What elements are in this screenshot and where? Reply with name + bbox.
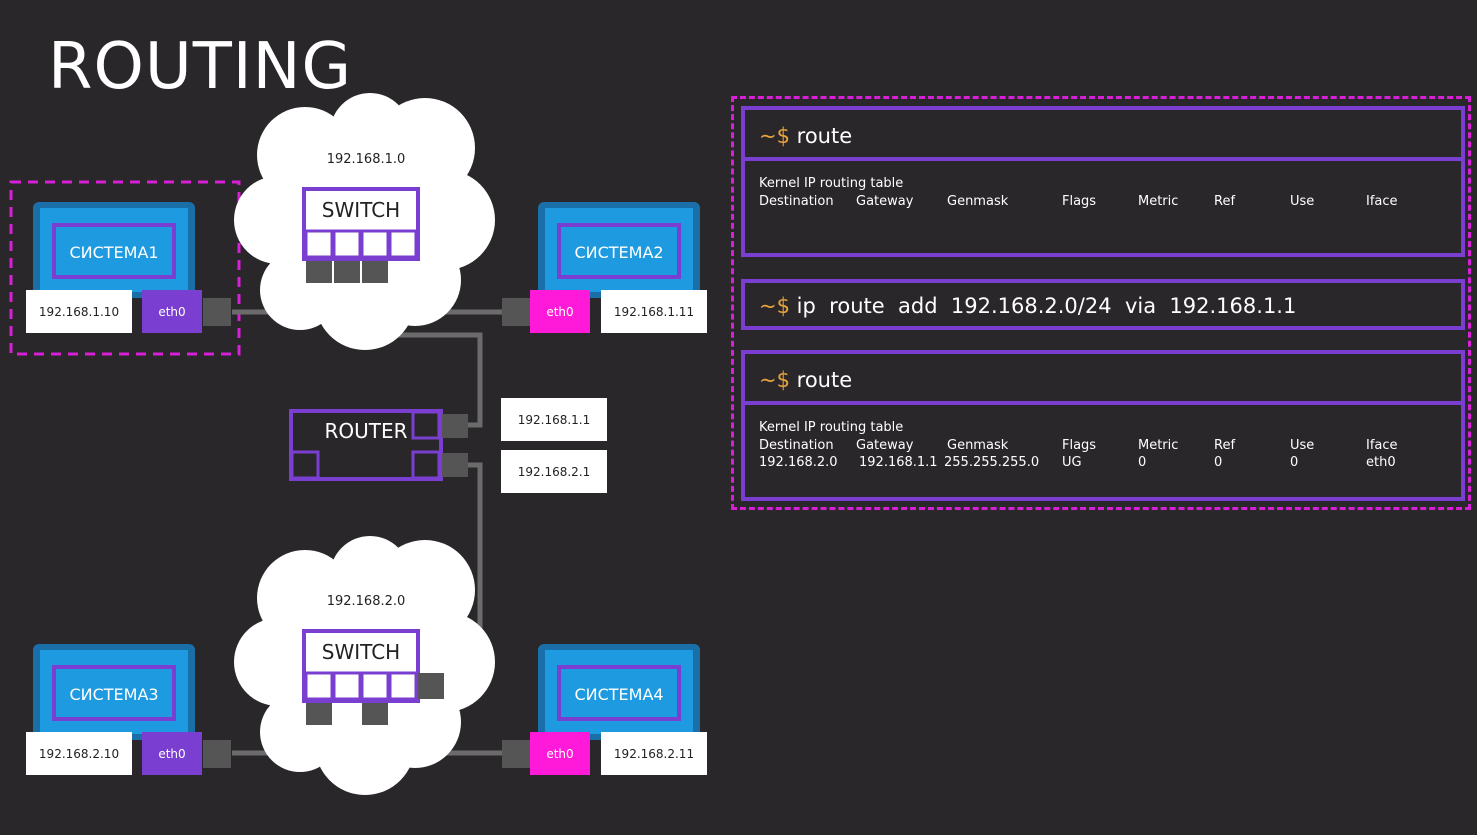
command-line-3: ~$ route xyxy=(759,368,852,392)
col-destination: Destination xyxy=(759,194,834,209)
col-destination: Destination xyxy=(759,438,834,453)
col-ref: Ref xyxy=(1214,438,1236,453)
computer-system3 xyxy=(26,644,231,775)
system2-iface: eth0 xyxy=(546,305,573,319)
switch-2 xyxy=(302,629,444,725)
system1-ip: 192.168.1.10 xyxy=(39,305,119,319)
system2-name: СИСТЕМА2 xyxy=(574,243,663,262)
table-header-row: Destination Gateway Genmask Flags Metric… xyxy=(759,194,1461,212)
system3-ip: 192.168.2.10 xyxy=(39,747,119,761)
computer-system1 xyxy=(26,202,231,333)
table-title: Kernel IP routing table xyxy=(759,176,904,191)
system2-ip: 192.168.1.11 xyxy=(614,305,694,319)
network-2-label: 192.168.2.0 xyxy=(327,594,406,609)
col-iface: Iface xyxy=(1366,438,1398,453)
slide-title: ROUTING xyxy=(48,30,353,104)
router-ip-box-1 xyxy=(501,398,607,441)
col-genmask: Genmask xyxy=(947,194,1009,209)
col-metric: Metric xyxy=(1138,438,1179,453)
cloud-1 xyxy=(234,93,495,350)
system3-name: СИСТЕМА3 xyxy=(69,685,158,704)
router-ip-2: 192.168.2.1 xyxy=(518,465,591,479)
divider xyxy=(745,401,1461,405)
cell-metric: 0 xyxy=(1138,455,1147,470)
system4-ip: 192.168.2.11 xyxy=(614,747,694,761)
prompt: ~$ xyxy=(759,294,790,318)
command-line-2: ~$ ip route add 192.168.2.0/24 via 192.1… xyxy=(759,294,1296,318)
cell-destination: 192.168.2.0 xyxy=(759,455,838,470)
cell-flags: UG xyxy=(1062,455,1082,470)
switch-1 xyxy=(302,187,420,283)
prompt: ~$ xyxy=(759,124,790,148)
cell-ref: 0 xyxy=(1214,455,1223,470)
divider xyxy=(745,157,1461,161)
col-flags: Flags xyxy=(1062,194,1097,209)
table-header-row: Destination Gateway Genmask Flags Metric… xyxy=(759,438,1461,456)
router-ip-1: 192.168.1.1 xyxy=(518,413,591,427)
system1-iface: eth0 xyxy=(158,305,185,319)
col-gateway: Gateway xyxy=(856,438,914,453)
cell-use: 0 xyxy=(1290,455,1299,470)
computer-system4 xyxy=(502,644,707,775)
col-ref: Ref xyxy=(1214,194,1236,209)
col-metric: Metric xyxy=(1138,194,1179,209)
terminal-panel-1: ~$ route Kernel IP routing table Destina… xyxy=(741,106,1465,257)
terminal-panel-3: ~$ route Kernel IP routing table Destina… xyxy=(741,350,1465,501)
col-use: Use xyxy=(1290,194,1315,209)
switch-2-label: SWITCH xyxy=(322,640,400,664)
system4-iface: eth0 xyxy=(546,747,573,761)
switch-1-label: SWITCH xyxy=(322,198,400,222)
col-genmask: Genmask xyxy=(947,438,1009,453)
command-text: route xyxy=(796,124,853,148)
col-flags: Flags xyxy=(1062,438,1097,453)
cell-gateway: 192.168.1.1 xyxy=(859,455,938,470)
router xyxy=(289,409,468,481)
highlight-system1 xyxy=(9,180,241,356)
command-line-1: ~$ route xyxy=(759,124,852,148)
cell-genmask: 255.255.255.0 xyxy=(944,455,1040,470)
col-gateway: Gateway xyxy=(856,194,914,209)
prompt: ~$ xyxy=(759,368,790,392)
system1-name: СИСТЕМА1 xyxy=(69,243,158,262)
table-title: Kernel IP routing table xyxy=(759,420,904,435)
system3-iface: eth0 xyxy=(158,747,185,761)
col-iface: Iface xyxy=(1366,194,1398,209)
terminal-highlight xyxy=(731,96,1471,510)
computer-system2 xyxy=(502,202,707,333)
terminal-panel-2: ~$ ip route add 192.168.2.0/24 via 192.1… xyxy=(741,279,1465,330)
router-ip-box-2 xyxy=(501,450,607,493)
network-1-label: 192.168.1.0 xyxy=(327,152,406,167)
cell-iface: eth0 xyxy=(1366,455,1396,470)
command-text: ip route add 192.168.2.0/24 via 192.168.… xyxy=(796,294,1297,318)
command-text: route xyxy=(796,368,853,392)
table-row: 192.168.2.0 192.168.1.1 255.255.255.0 UG… xyxy=(759,455,1461,473)
system4-name: СИСТЕМА4 xyxy=(574,685,663,704)
router-label: ROUTER xyxy=(324,419,407,443)
col-use: Use xyxy=(1290,438,1315,453)
